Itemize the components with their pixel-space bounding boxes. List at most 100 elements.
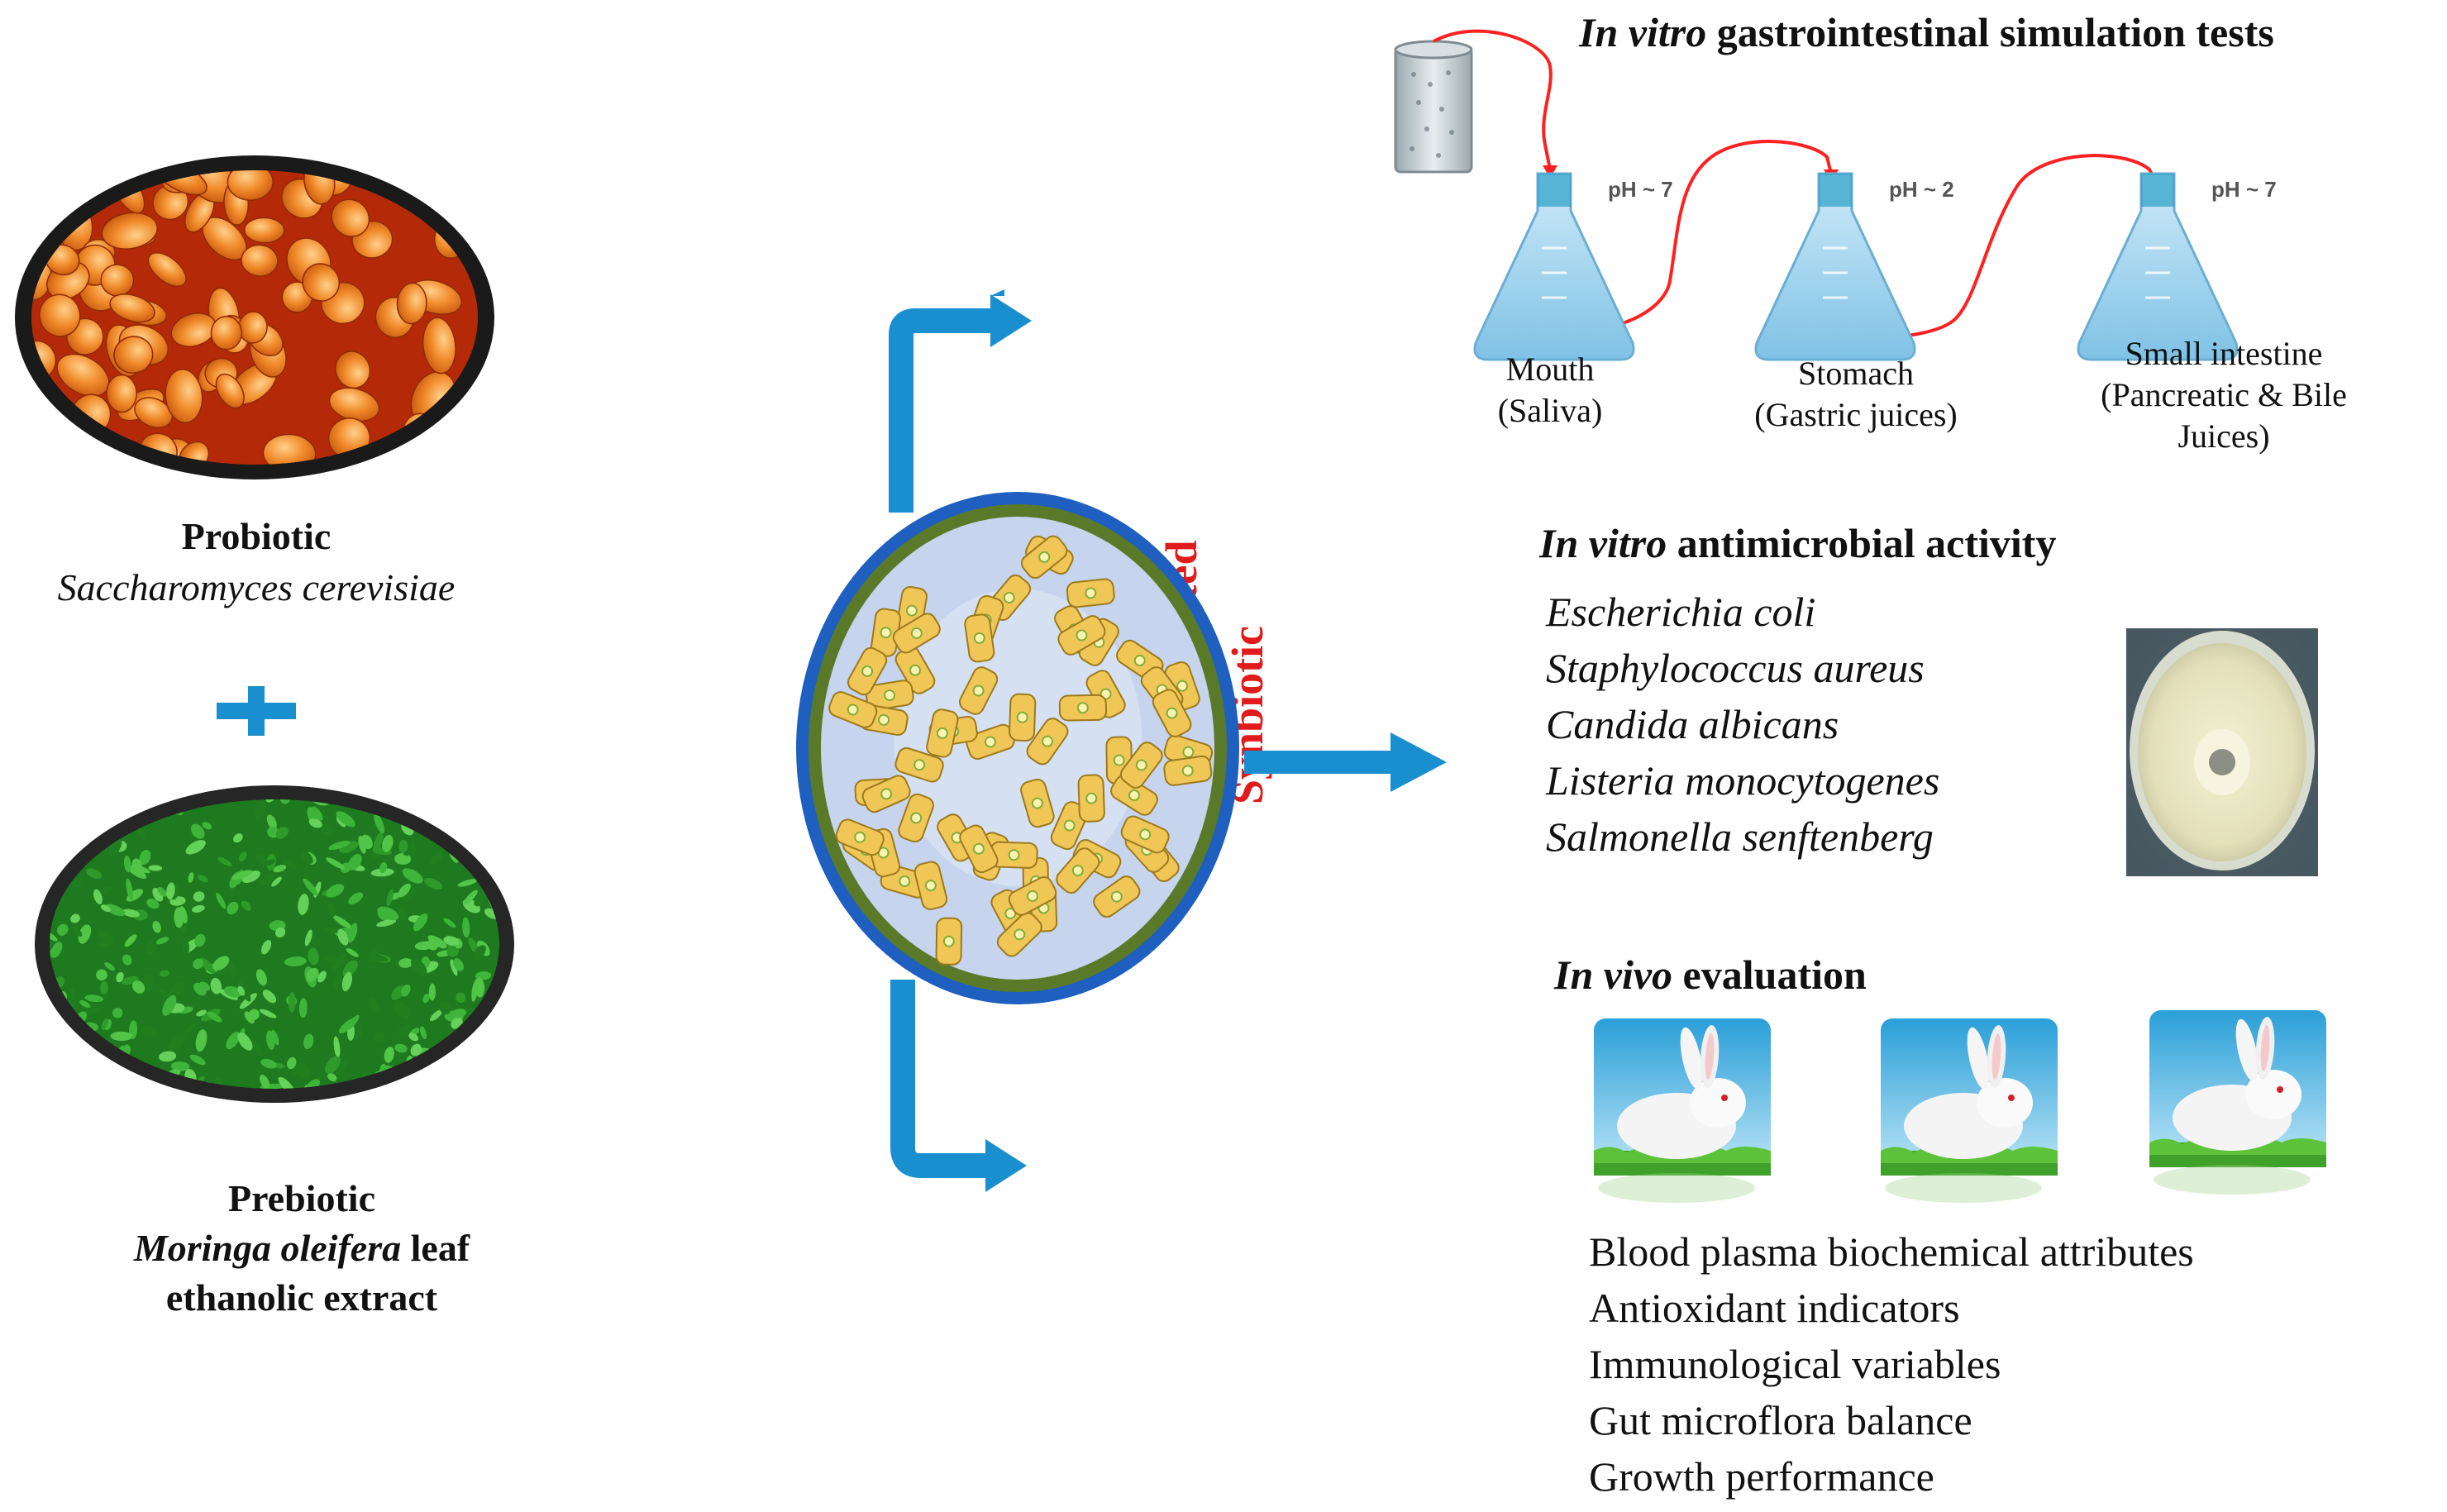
encapsulated-cell <box>966 723 1015 760</box>
probiotic-title: Probiotic <box>181 515 332 557</box>
encapsulated-cell <box>861 775 911 813</box>
moringa-leaflet <box>332 969 342 990</box>
yeast-cell <box>134 397 173 429</box>
encapsulated-cell <box>835 818 885 856</box>
moringa-leaflet <box>341 971 352 992</box>
stage-mouth: Mouth (Saliva) <box>1455 349 1645 432</box>
arrow-up-head <box>990 289 1004 296</box>
moringa-leaflet <box>402 888 417 902</box>
moringa-leaflet <box>145 942 158 955</box>
moringa-leaflet <box>467 1056 485 1071</box>
moringa-leaflet <box>326 884 345 898</box>
moringa-leaflet <box>419 1026 427 1040</box>
moringa-leaflet <box>104 961 116 971</box>
moringa-leaflet <box>451 808 461 818</box>
moringa-leaflet <box>487 829 499 840</box>
moringa-leaflet <box>374 813 385 834</box>
yeast-cell <box>39 293 81 337</box>
moringa-leaflet <box>24 836 46 851</box>
yeast-cell <box>227 170 274 201</box>
moringa-leaflet <box>202 822 212 830</box>
moringa-leaflet <box>28 829 43 845</box>
moringa-leaflet <box>284 956 307 967</box>
moringa-leaflet <box>52 780 66 798</box>
measure-item: Gut microflora balance <box>1589 1397 1972 1443</box>
moringa-leaflet <box>428 983 436 1001</box>
antimicrobial-heading: In vitro antimicrobial activity <box>1539 519 2056 567</box>
moringa-leaflet <box>96 799 118 807</box>
moringa-leaflet <box>398 958 413 968</box>
moringa-leaflet <box>453 958 464 971</box>
moringa-leaflet <box>474 891 487 907</box>
moringa-leaflet <box>32 856 46 877</box>
moringa-leaflet <box>346 1014 360 1031</box>
moringa-leaflet <box>148 865 163 871</box>
yeast-cell <box>31 415 36 444</box>
moringa-leaflet <box>422 993 430 1004</box>
stage-stomach-name: Stomach <box>1798 355 1914 392</box>
moringa-leaflet <box>423 877 443 890</box>
moringa-leaflet <box>429 851 445 865</box>
organism-item: Listeria monocytogenes <box>1546 757 1940 804</box>
moringa-leaflet <box>124 934 137 947</box>
encapsulated-cell <box>1008 876 1057 916</box>
encapsulated-cell <box>894 746 944 783</box>
moringa-leaflet <box>157 1090 173 1106</box>
moringa-leaflet <box>103 811 113 824</box>
moringa-leaflet <box>70 913 80 923</box>
moringa-leaflet <box>482 1061 497 1072</box>
yeast-cell <box>409 170 449 179</box>
moringa-leaflet <box>217 856 232 866</box>
encapsulated-cell <box>926 708 959 758</box>
yeast-cell <box>475 401 478 441</box>
moringa-leaflet <box>255 799 267 821</box>
moringa-leaflet <box>261 939 272 955</box>
moringa-leaflet <box>490 1054 499 1070</box>
moringa-leaflet <box>230 966 237 978</box>
moringa-leaflet <box>152 921 161 933</box>
moringa-leaflet <box>124 780 143 796</box>
moringa-leaflet <box>74 878 82 888</box>
moringa-leaflet <box>312 806 323 821</box>
moringa-leaflet <box>303 878 318 896</box>
moringa-leaflet <box>382 834 394 852</box>
moringa-leaflet <box>212 956 230 971</box>
moringa-leaflet <box>260 1058 277 1069</box>
moringa-leaflet <box>84 994 104 1003</box>
moringa-leaflet <box>379 861 388 874</box>
moringa-leaflet <box>500 1038 515 1045</box>
organism-item: Escherichia coli <box>1546 589 1816 635</box>
moringa-leaflet <box>146 899 160 909</box>
moringa-leaflet <box>50 942 63 958</box>
moringa-leaflet <box>139 849 151 866</box>
moringa-leaflet <box>297 1064 311 1080</box>
encapsulated-cell <box>990 841 1038 869</box>
moringa-leaflet <box>336 811 355 828</box>
iv-heading-italic: In vivo <box>1554 952 1673 998</box>
moringa-leaflet <box>52 1021 62 1033</box>
moringa-leaflet <box>389 1095 405 1107</box>
moringa-leaflet <box>168 1035 184 1052</box>
moringa-leaflet <box>122 954 132 966</box>
moringa-leaflet <box>275 827 289 839</box>
stage-ph-intestine: pH ~ 7 <box>2211 177 2277 202</box>
stage-stomach: Stomach (Gastric juices) <box>1720 353 1992 436</box>
moringa-leaflet <box>26 783 47 797</box>
yeast-cell <box>302 263 340 302</box>
moringa-leaflet <box>184 1023 198 1033</box>
moringa-leaflet <box>470 802 481 822</box>
moringa-leaflet <box>479 804 491 823</box>
moringa-leaflet <box>193 958 204 970</box>
moringa-leaflet <box>65 1081 76 1089</box>
moringa-leaflet <box>110 1031 133 1042</box>
moringa-leaflet <box>434 778 456 794</box>
yeast-cell <box>109 293 155 323</box>
moringa-leaflet <box>394 1001 411 1018</box>
moringa-leaflet <box>192 904 205 913</box>
moringa-leaflet <box>261 859 276 866</box>
moringa-leaflet <box>298 998 308 1018</box>
moringa-leaflet <box>304 929 312 947</box>
moringa-leaflet <box>391 985 405 1000</box>
moringa-leaflet <box>305 1079 321 1089</box>
moringa-leaflet <box>50 799 59 804</box>
